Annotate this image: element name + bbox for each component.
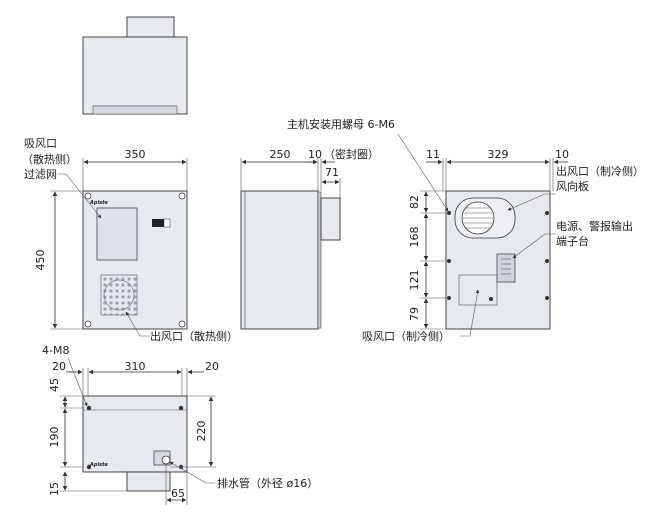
label-gasket: （密封圈） — [324, 147, 379, 161]
dim-rear-79: 79 — [408, 307, 421, 321]
label-intake-cool: 吸风口（制冷侧） — [362, 330, 450, 343]
side-view-duct — [320, 197, 341, 241]
cool-intake — [458, 274, 498, 306]
label-outlet-heat: 出风口（散热侧） — [150, 329, 238, 343]
bottom-view-body — [82, 395, 188, 473]
brand-logo: Apiste — [89, 200, 109, 206]
side-view-gasket — [317, 191, 322, 329]
dim-rear-width: 329 — [488, 148, 509, 161]
label-outlet-cool-1: 出风口（制冷侧） — [556, 164, 644, 178]
front-view: Apiste 350 450 吸风口 （散热侧） 过滤网 出风口（散热侧） — [22, 137, 238, 343]
dim-rear-right: 10 — [555, 148, 569, 161]
label-nut: 主机安装用螺母 6-M6 — [287, 117, 395, 131]
dim-bottom-220: 220 — [195, 421, 208, 442]
dim-side-depth: 250 — [270, 148, 291, 161]
label-outlet-cool-2: 风向板 — [556, 179, 589, 193]
drain-pipe — [161, 455, 171, 465]
top-view-body — [82, 36, 188, 115]
dim-rear-168: 168 — [408, 227, 421, 248]
nameplate — [152, 219, 164, 227]
label-intake-filter-1: 吸风口 — [24, 137, 57, 150]
bottom-view: Apiste 20 310 20 4-M8 45 190 15 220 — [42, 344, 318, 505]
label-power-1: 电源、警报输出 — [556, 219, 633, 233]
intake-filter-panel — [96, 207, 138, 261]
dim-rear-left: 11 — [426, 148, 440, 161]
side-view-body — [240, 190, 319, 330]
dim-bottom-15: 15 — [48, 482, 61, 496]
dim-front-height: 450 — [34, 250, 47, 271]
dim-side-gasket: 10 — [308, 148, 322, 161]
heat-outlet-grille — [100, 274, 138, 316]
label-intake-filter-3: 过滤网 — [24, 168, 57, 181]
dim-front-width: 350 — [125, 148, 146, 161]
bottom-view-duct — [126, 471, 171, 492]
dim-bottom-190: 190 — [48, 427, 61, 448]
dim-side-71: 71 — [325, 166, 339, 179]
side-view: 250 10 （密封圈） 71 — [240, 147, 379, 330]
label-m8: 4-M8 — [42, 344, 69, 357]
dim-rear-82: 82 — [408, 195, 421, 209]
label-power-2: 端子台 — [556, 234, 589, 248]
terminal-block — [496, 253, 516, 283]
brand-logo-bottom: Apiste — [89, 462, 109, 468]
dim-rear-121: 121 — [408, 270, 421, 291]
top-view-duct — [126, 16, 175, 38]
dim-bottom-45: 45 — [48, 378, 61, 392]
dim-bottom-width: 310 — [125, 360, 146, 373]
top-view — [82, 16, 188, 115]
label-drain: 排水管（外径 ø16） — [217, 476, 318, 490]
dim-bottom-right: 20 — [205, 360, 219, 373]
dim-bottom-65: 65 — [171, 487, 185, 500]
dim-bottom-left: 20 — [52, 360, 66, 373]
label-intake-filter-2: （散热侧） — [22, 152, 77, 166]
rear-view: 11 329 10 82 168 121 79 主机安装用螺母 6-M6 出风口… — [287, 117, 644, 343]
